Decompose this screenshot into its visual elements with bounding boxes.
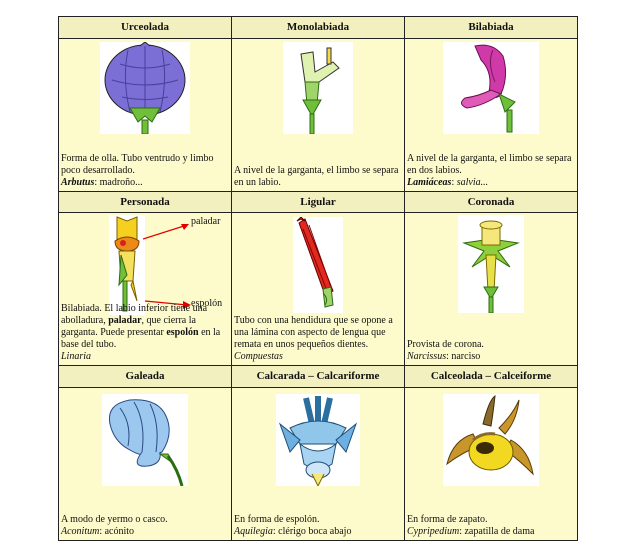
- header-galeada: Galeada: [58, 365, 232, 388]
- urceolate-flower-drawing: [100, 41, 190, 134]
- personada-description: Bilabiada. El labio inferior tiene una a…: [61, 303, 229, 363]
- header-coronada: Coronada: [404, 190, 578, 214]
- label-paladar: paladar: [191, 216, 221, 228]
- personada-text-3: en la base del tubo.: [61, 327, 221, 351]
- ligulate-flower-drawing: [293, 217, 343, 314]
- calcarada-common: : clérigo boca abajo: [272, 526, 352, 537]
- flower-types-table: Urceolada Monolabiada Bilabiada Forma de…: [58, 16, 578, 542]
- bilabiada-description: A nivel de la garganta, el limbo se sepa…: [407, 153, 575, 189]
- personada-key-espolon: espolón: [166, 327, 199, 339]
- bilabiada-genus: Lamiáceas: [407, 176, 452, 188]
- ligular-genus: Compuestas: [234, 351, 283, 363]
- coronate-flower-drawing: [458, 215, 524, 314]
- cell-galeada: A modo de yermo o casco. Aconitum: acóni…: [58, 386, 232, 542]
- calcarada-description: En forma de espolón. Aquilegia: clérigo …: [234, 514, 402, 538]
- galeate-flower-drawing: [102, 393, 188, 486]
- header-bilabiada: Bilabiada: [404, 16, 578, 39]
- calceolada-description: En forma de zapato. Cypripedium: zapatil…: [407, 514, 575, 538]
- calcarada-genus: Aquilegia: [234, 526, 273, 537]
- coronada-text: Provista de corona.: [407, 339, 484, 351]
- monolabiate-flower-drawing: [283, 41, 353, 134]
- annotation-arrows: [143, 224, 191, 310]
- header-ligular: Ligular: [231, 190, 405, 214]
- urceolada-description: Forma de olla. Tubo ventrudo y limbo poc…: [61, 153, 229, 189]
- ligular-text: Tubo con una hendidura que se opone a un…: [234, 315, 393, 351]
- calceolada-common: : zapatilla de dama: [459, 526, 535, 537]
- coronada-common: : narciso: [446, 351, 481, 363]
- cell-urceolada: Forma de olla. Tubo ventrudo y limbo poc…: [58, 37, 232, 192]
- galeada-text: A modo de yermo o casco.: [61, 514, 168, 525]
- cell-calcarada: En forma de espolón. Aquilegia: clérigo …: [231, 386, 405, 542]
- calcarate-flower-drawing: [276, 393, 360, 486]
- cell-calceolada: En forma de zapato. Cypripedium: zapatil…: [404, 386, 578, 542]
- personate-flower-drawing: [109, 215, 145, 316]
- personada-key-paladar: paladar: [108, 315, 142, 327]
- personada-text-2: , que cierra la garganta. Puede presenta…: [61, 315, 196, 339]
- calceolada-text: En forma de zapato.: [407, 514, 488, 525]
- urceolada-genus: Arbutus: [61, 176, 95, 188]
- cell-bilabiada: A nivel de la garganta, el limbo se sepa…: [404, 37, 578, 192]
- bilabiate-flower-drawing: [443, 41, 539, 134]
- cell-coronada: Provista de corona. Narcissus: narciso: [404, 212, 578, 367]
- coronada-description: Provista de corona. Narcissus: narciso: [407, 339, 575, 363]
- calceolada-genus: Cypripedium: [407, 526, 460, 537]
- monolabiada-description: A nivel de la garganta, el limbo se sepa…: [234, 164, 399, 188]
- cell-ligular: Tubo con una hendidura que se opone a un…: [231, 212, 405, 367]
- coronada-genus: Narcissus: [407, 351, 447, 363]
- galeada-genus: Aconitum: [61, 526, 100, 537]
- calcarada-text: En forma de espolón.: [234, 514, 320, 525]
- galeada-description: A modo de yermo o casco. Aconitum: acóni…: [61, 514, 229, 538]
- urceolada-text: Forma de olla. Tubo ventrudo y limbo poc…: [61, 152, 214, 176]
- header-calcarada: Calcarada – Calcariforme: [231, 365, 405, 388]
- header-urceolada: Urceolada: [58, 16, 232, 39]
- label-espolon: espolón: [191, 298, 223, 310]
- personada-genus: Linaria: [61, 351, 92, 363]
- ligular-description: Tubo con una hendidura que se opone a un…: [234, 315, 402, 363]
- header-calceolada: Calceolada – Calceiforme: [404, 365, 578, 388]
- bilabiada-common: salvia...: [456, 176, 489, 188]
- bilabiada-text: A nivel de la garganta, el limbo se sepa…: [407, 152, 572, 176]
- urceolada-common: : madroño...: [94, 176, 143, 188]
- header-monolabiada: Monolabiada: [231, 16, 405, 39]
- bilabiada-colon: :: [451, 176, 457, 188]
- header-personada: Personada: [58, 190, 232, 214]
- cell-monolabiada: A nivel de la garganta, el limbo se sepa…: [231, 37, 405, 192]
- galeada-common: : acónito: [99, 526, 135, 537]
- calceolate-flower-drawing: [443, 393, 539, 486]
- cell-personada: paladar espolón Bilabiada. El labio infe…: [58, 212, 232, 367]
- personada-text-1: Bilabiada. El labio inferior tiene una a…: [61, 303, 208, 327]
